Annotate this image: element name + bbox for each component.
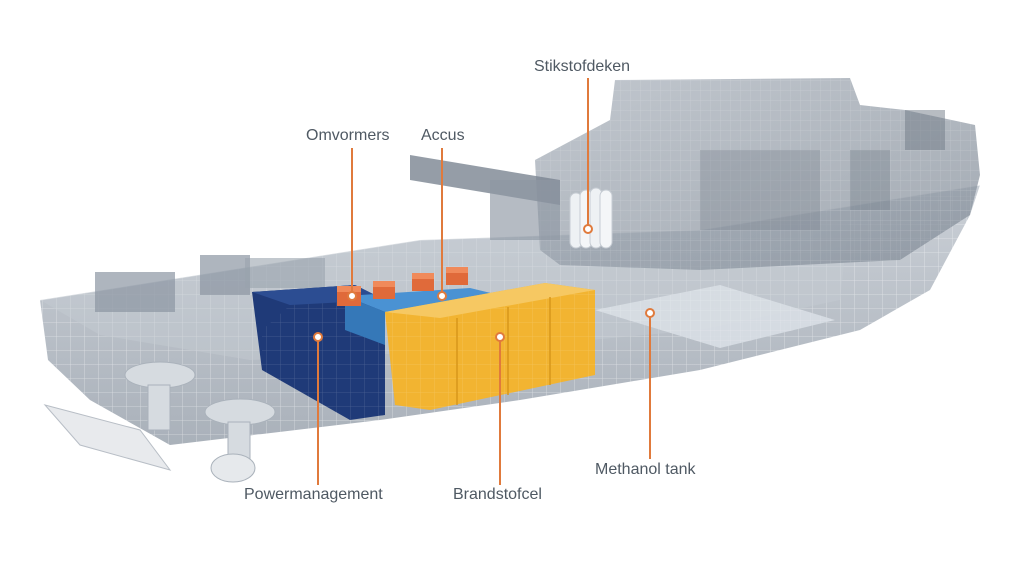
- callout-omvormers: [347, 148, 357, 301]
- callout-accus: [437, 148, 447, 301]
- callout-stikstofdeken: [583, 78, 593, 234]
- label-omvormers: Omvormers: [306, 127, 390, 144]
- callout-methanol-tank: [645, 308, 655, 459]
- callout-brandstofcel: [495, 332, 505, 485]
- stern-equipment: [43, 361, 276, 483]
- inverter-unit: [412, 273, 434, 291]
- superstructure: [535, 78, 980, 270]
- nitrogen-cylinders: [569, 187, 613, 249]
- deck-structures: [95, 255, 325, 312]
- label-stikstofdeken: Stikstofdeken: [534, 58, 631, 75]
- callout-powermanagement: [313, 332, 323, 485]
- inverter-unit: [446, 267, 468, 285]
- label-powermanagement: Powermanagement: [244, 486, 383, 503]
- fuel-cell-block: [385, 283, 595, 410]
- methanol-tank-shape: [595, 285, 835, 348]
- label-accus: Accus: [421, 127, 465, 144]
- crane: [410, 155, 560, 240]
- callouts: [313, 78, 655, 485]
- inverter-unit: [373, 281, 395, 299]
- label-methanol-tank: Methanol tank: [595, 461, 696, 478]
- label-brandstofcel: Brandstofcel: [453, 486, 542, 503]
